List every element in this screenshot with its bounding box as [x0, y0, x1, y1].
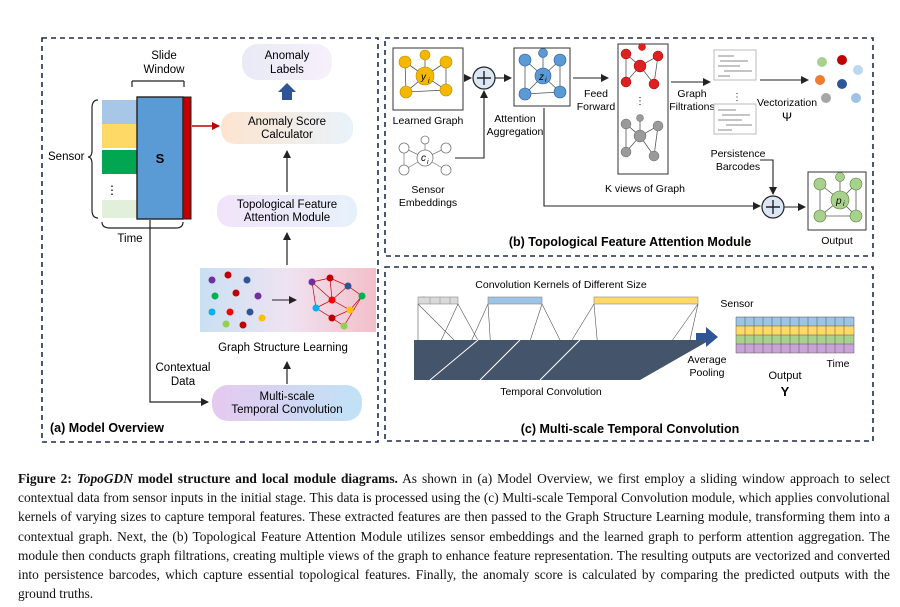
svg-text:⋮: ⋮ — [732, 92, 742, 103]
svg-text:i: i — [843, 201, 845, 208]
attention-label-1: Attention — [494, 113, 536, 125]
sensor-emb-label-1: Sensor — [411, 184, 445, 196]
caption-model: TopoGDN — [76, 471, 133, 486]
anomaly-labels-box — [242, 44, 332, 80]
anomaly-labels-text-2: Labels — [270, 64, 304, 76]
persistence-label-2: Barcodes — [716, 161, 760, 173]
persistence-barcodes: ⋮ — [713, 49, 757, 135]
panel-a-model-overview: Slide Window ⋮ S Sensor Time Anomaly Lab… — [41, 37, 379, 443]
output-grid — [735, 316, 855, 354]
conv-kernels — [417, 296, 699, 305]
slide-window-box — [136, 96, 184, 220]
caption-body: As shown in (a) Model Overview, we first… — [18, 471, 890, 602]
contextual-label-1: Contextual — [156, 362, 211, 374]
mstc-box — [212, 385, 362, 421]
svg-text:i: i — [427, 159, 429, 166]
figure-caption: Figure 2: TopoGDN model structure and lo… — [18, 469, 890, 603]
gsl-label: Graph Structure Learning — [218, 342, 348, 354]
feed-label-1: Feed — [584, 88, 608, 100]
temporal-conv-label: Temporal Convolution — [500, 386, 602, 398]
sensor-data-grid: ⋮ — [102, 100, 138, 218]
panel-b-title: (b) Topological Feature Attention Module — [509, 235, 751, 249]
caption-label: Figure 2: — [18, 471, 72, 486]
slide-window-edge — [182, 96, 192, 220]
filtrations-label-1: Graph — [677, 88, 706, 100]
panel-b-border — [384, 37, 874, 257]
psi-label: Ψ — [782, 110, 792, 124]
time-bracket — [101, 221, 184, 229]
panel-c-border — [384, 266, 874, 442]
sensor-label-c: Sensor — [720, 298, 754, 310]
tfa-text-1: Topological Feature — [237, 199, 337, 211]
gsl-scatter-points — [208, 271, 266, 329]
mstc-text-1: Multi-scale — [260, 391, 315, 403]
filtrations-label-2: Filtrations — [669, 101, 715, 113]
panel-b-tfa: y i Learned Graph c i Sensor Embeddings … — [384, 37, 874, 257]
contextual-label-2: Data — [171, 376, 196, 388]
output-label-c: Output — [768, 370, 801, 382]
sensor-label: Sensor — [48, 151, 85, 163]
score-calc-text-2: Calculator — [261, 129, 313, 141]
panel-c-title: (c) Multi-scale Temporal Convolution — [521, 422, 740, 436]
k-views-label: K views of Graph — [605, 183, 685, 195]
panel-c-mstc: Convolution Kernels of Different Size Te… — [384, 266, 874, 442]
mstc-text-2: Temporal Convolution — [231, 404, 342, 416]
sensor-dots: ⋮ — [106, 183, 118, 197]
window-letter: S — [156, 151, 165, 166]
vector-points — [815, 55, 863, 103]
attention-label-2: Aggregation — [487, 126, 544, 138]
slide-window-label-2: Window — [144, 64, 186, 76]
panel-a-title: (a) Model Overview — [50, 421, 164, 435]
node-ci: c — [421, 153, 426, 164]
panel-a-border — [41, 37, 379, 443]
score-calc-text-1: Anomaly Score — [248, 116, 326, 128]
temporal-conv-plane — [414, 340, 710, 380]
anomaly-score-calculator-box — [221, 112, 353, 144]
learned-graph-label: Learned Graph — [393, 115, 464, 127]
svg-text:i: i — [545, 77, 547, 84]
slide-window-label-1: Slide — [151, 50, 177, 62]
tfa-text-2: Attention Module — [244, 212, 330, 224]
node-zi: z — [538, 72, 544, 83]
node-pi: p — [835, 196, 842, 207]
up-arrow-icon — [278, 83, 296, 100]
svg-text:i: i — [428, 78, 430, 85]
tfa-module-box — [217, 195, 357, 227]
figure-2: Slide Window ⋮ S Sensor Time Anomaly Lab… — [41, 37, 874, 443]
right-arrow-icon — [696, 327, 718, 347]
node-yi: y — [420, 72, 427, 83]
vectorization-label: Vectorization — [757, 97, 817, 109]
output-symbol-y: Y — [781, 384, 790, 399]
anomaly-labels-text-1: Anomaly — [265, 50, 310, 62]
time-label-c: Time — [827, 358, 850, 370]
sensor-emb-label-2: Embeddings — [399, 197, 457, 209]
output-label-b: Output — [821, 235, 853, 247]
feed-label-2: Forward — [577, 101, 616, 113]
kernels-label: Convolution Kernels of Different Size — [475, 279, 647, 291]
svg-text:⋮: ⋮ — [635, 96, 645, 107]
avg-pool-label-2: Pooling — [689, 367, 724, 379]
time-label: Time — [117, 233, 142, 245]
avg-pool-label-1: Average — [688, 354, 727, 366]
contextual-data-arrow — [149, 220, 209, 406]
caption-heading: model structure and local module diagram… — [132, 471, 398, 486]
sensor-bracket — [87, 99, 99, 219]
persistence-label-1: Persistence — [711, 148, 766, 160]
